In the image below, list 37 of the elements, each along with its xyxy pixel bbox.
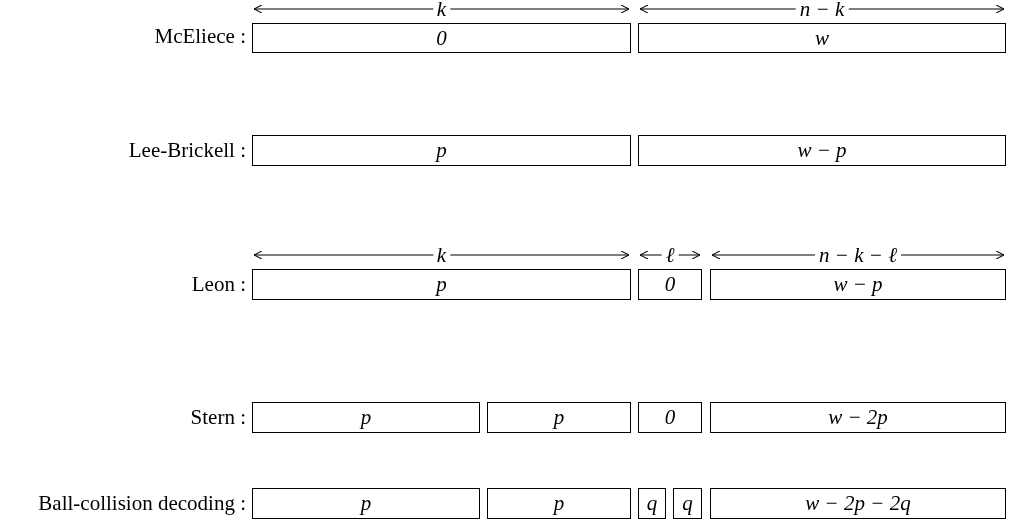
box-value: w − 2p [828, 405, 888, 429]
box-value: p [553, 405, 565, 429]
box-value: q [682, 491, 693, 515]
box-value: 0 [664, 272, 676, 296]
box-value: p [436, 138, 447, 162]
field-box [252, 23, 631, 53]
box-value: q [646, 491, 658, 515]
field-box [252, 402, 480, 433]
field-box [710, 269, 1006, 300]
field-box [638, 135, 1006, 166]
row-label: Ball-collision decoding : [38, 492, 246, 516]
field-box [487, 488, 631, 519]
field-box [252, 269, 631, 300]
field-box [487, 402, 631, 433]
field-box [638, 488, 666, 519]
field-box [710, 488, 1006, 519]
row-label: Lee-Brickell : [128, 139, 246, 163]
field-box [710, 402, 1006, 433]
box-value: w − p [797, 138, 847, 162]
field-box [252, 135, 631, 166]
field-box [638, 402, 702, 433]
box-value: w − p [833, 272, 883, 296]
box-value: p [553, 491, 565, 515]
box-value: p [436, 272, 447, 296]
box-value: w [815, 26, 829, 50]
field-box [638, 23, 1006, 53]
box-value: 0 [436, 26, 447, 50]
box-value: p [360, 405, 372, 429]
row-label: McEliece : [154, 25, 246, 49]
field-box [673, 488, 702, 519]
row-label: Leon : [191, 273, 246, 297]
row-label: Stern : [190, 406, 246, 430]
field-box [638, 269, 702, 300]
box-value: p [360, 491, 372, 515]
field-box [252, 488, 480, 519]
box-value: w − 2p − 2q [805, 491, 911, 515]
box-value: 0 [664, 405, 676, 429]
